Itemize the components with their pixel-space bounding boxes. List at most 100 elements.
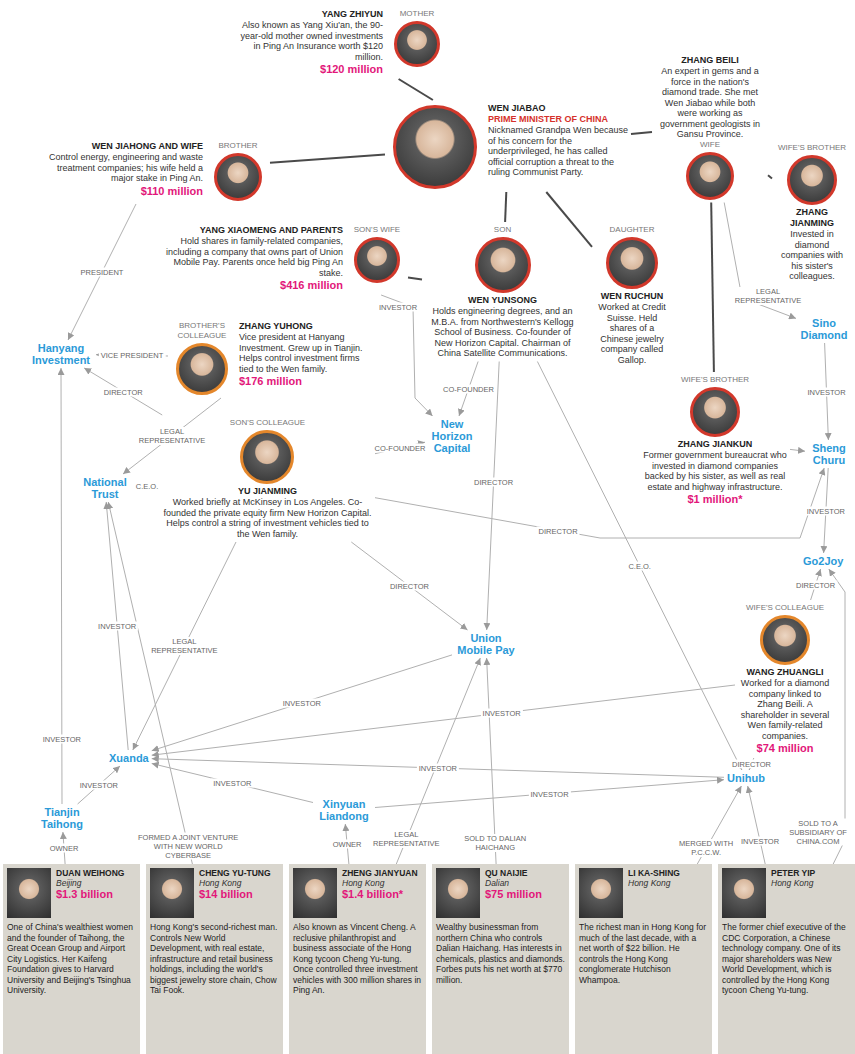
company-node: Unihub xyxy=(724,770,768,786)
cname-text: LI KA-SHING xyxy=(628,868,708,878)
role-text: WIFE'S BROTHER xyxy=(778,143,846,153)
company-name: Union Mobile Pay xyxy=(455,632,517,656)
edge-label: FORMED A JOINT VENTURE WITH NEW WORLD CY… xyxy=(129,832,248,859)
company-name: National Trust xyxy=(79,476,131,500)
name-text: WEN JIAHONG AND WIFE xyxy=(38,141,203,152)
desc-text: Invested in diamond companies with his s… xyxy=(775,229,849,282)
company-node: Sino Diamond xyxy=(796,315,852,343)
camt-text: $14 billion xyxy=(199,888,279,901)
photo-group: WIFE'S BROTHER xyxy=(681,375,749,437)
card-info: PETER YIPHong Kong xyxy=(771,868,851,888)
card-head: PETER YIPHong Kong xyxy=(722,868,851,918)
family-line xyxy=(505,192,506,222)
photo-group xyxy=(388,103,482,189)
photo-group: SON'S COLLEAGUE xyxy=(230,418,305,484)
company-name: Hanyang Investment xyxy=(29,342,93,366)
portrait-photo xyxy=(176,343,228,395)
edge-label: INVESTOR xyxy=(41,734,83,743)
camt-text: $1.4 billion* xyxy=(342,888,422,901)
text-group: ZHANG JIANKUNFormer government bureaucra… xyxy=(643,439,787,506)
connector xyxy=(68,204,136,340)
company-node: Sheng Churu xyxy=(805,440,853,468)
portrait-photo xyxy=(240,430,294,484)
person-node: WIFE'S BROTHER ZHANG JIANMINGInvested in … xyxy=(772,140,852,285)
text-group: ZHANG BEILIAn expert in gems and a force… xyxy=(655,55,765,140)
company-node: Union Mobile Pay xyxy=(452,630,520,658)
connector xyxy=(537,362,742,771)
edge-label: CO-FOUNDER xyxy=(373,444,428,453)
edge-label: DIRECTOR xyxy=(472,478,515,487)
cname-text: DUAN WEIHONG xyxy=(56,868,136,878)
portrait-photo xyxy=(579,868,623,918)
photo-group: WIFE'S COLLEAGUE xyxy=(746,603,824,665)
text-group: ZHANG YUHONGVice president at Hanyang In… xyxy=(239,321,374,388)
name-text: WEN RUCHUN xyxy=(595,291,669,302)
profile-card: DUAN WEIHONGBeijing$1.3 billionOne of Ch… xyxy=(3,864,140,1054)
person-node: BROTHER'S COLLEAGUEZHANG YUHONGVice pres… xyxy=(168,318,377,398)
connector xyxy=(84,368,162,415)
edge-label: INVESTOR xyxy=(96,622,138,631)
amt-text: $110 million xyxy=(38,184,203,198)
text-group: WEN YUNSONGHolds engineering degrees, an… xyxy=(425,295,580,359)
person-node: ZHANG BEILIAn expert in gems and a force… xyxy=(652,50,768,203)
edge-label: OWNER xyxy=(48,844,81,853)
portrait-photo xyxy=(394,21,440,67)
connector xyxy=(487,658,497,864)
edge-label: LEGAL REPRESENTATIVE xyxy=(368,830,444,848)
text-group: WANG ZHUANGLIWorked for a diamond compan… xyxy=(738,667,832,755)
edge-label: LEGAL REPRESENTATIVE xyxy=(134,427,210,445)
company-name: Xuanda xyxy=(109,752,149,764)
name-text: ZHANG JIANMING xyxy=(775,207,849,229)
company-node: Hanyang Investment xyxy=(26,340,96,368)
cdesc-text: Wealthy businessman from northern China … xyxy=(436,922,565,985)
text-group: YANG ZHIYUNAlso known as Yang Xiu'an, th… xyxy=(233,9,383,76)
name-text: YANG XIAOMENG AND PARENTS xyxy=(163,225,343,236)
portrait-photo xyxy=(214,153,262,201)
family-line xyxy=(546,192,592,247)
title-text: PRIME MINISTER OF CHINA xyxy=(488,114,628,125)
edge-label: INVESTOR xyxy=(481,709,523,718)
cdesc-text: Hong Kong's second-richest man. Controls… xyxy=(150,922,279,996)
text-group: WEN JIABAOPRIME MINISTER OF CHINANicknam… xyxy=(488,103,628,178)
family-line xyxy=(711,203,714,373)
edge-label: DIRECTOR xyxy=(794,580,837,589)
card-head: DUAN WEIHONGBeijing$1.3 billion xyxy=(7,868,136,918)
name-text: YANG ZHIYUN xyxy=(233,9,383,20)
camt-text: $1.3 billion xyxy=(56,888,136,901)
company-name: Sheng Churu xyxy=(808,442,850,466)
person-node: WEN JIABAOPRIME MINISTER OF CHINANicknam… xyxy=(385,100,631,192)
edge-label: MERGED WITH P.C.C.W. xyxy=(671,839,741,857)
portrait-photo xyxy=(7,868,51,918)
edge-label: C.E.O. xyxy=(134,481,161,490)
edge-label: SOLD TO DALIAN HAICHANG xyxy=(453,834,537,852)
desc-text: Control energy, engineering and waste tr… xyxy=(38,152,203,184)
person-node: WIFE'S BROTHERZHANG JIANKUNFormer govern… xyxy=(640,372,790,509)
role-text: SON xyxy=(494,225,511,235)
portrait-photo xyxy=(690,387,740,437)
cname-text: QU NAIJIE xyxy=(485,868,565,878)
portrait-photo xyxy=(722,868,766,918)
card-info: LI KA-SHINGHong Kong xyxy=(628,868,708,888)
connector xyxy=(375,780,724,808)
connector xyxy=(123,398,221,474)
text-group: WEN JIAHONG AND WIFEControl energy, engi… xyxy=(38,141,203,198)
edge-label: INVESTOR xyxy=(211,779,253,788)
edge-label: INVESTOR xyxy=(805,506,847,515)
role-text: SON'S COLLEAGUE xyxy=(230,418,305,428)
connector xyxy=(487,362,500,631)
cdesc-text: The richest man in Hong Kong for much of… xyxy=(579,922,708,985)
connector xyxy=(381,295,432,416)
photo-group: DAUGHTER xyxy=(606,225,658,289)
edge-label: C.E.O. xyxy=(626,561,653,570)
person-node: YANG ZHIYUNAlso known as Yang Xiu'an, th… xyxy=(230,6,448,79)
desc-text: Worked at Credit Suisse. Held shares of … xyxy=(595,302,669,365)
company-node: Tianjin Taihong xyxy=(36,804,88,832)
role-text: DAUGHTER xyxy=(610,225,655,235)
edge-label: VICE PRESIDENT xyxy=(99,351,166,360)
company-node: Xuanda xyxy=(106,750,152,766)
company-name: Go2Joy xyxy=(803,555,843,567)
company-name: Xinyuan Liandong xyxy=(316,798,372,822)
person-node: YANG XIAOMENG AND PARENTSHold shares in … xyxy=(160,222,408,295)
card-head: CHENG YU-TUNGHong Kong$14 billion xyxy=(150,868,279,918)
edge-label: INVESTOR xyxy=(528,789,570,798)
